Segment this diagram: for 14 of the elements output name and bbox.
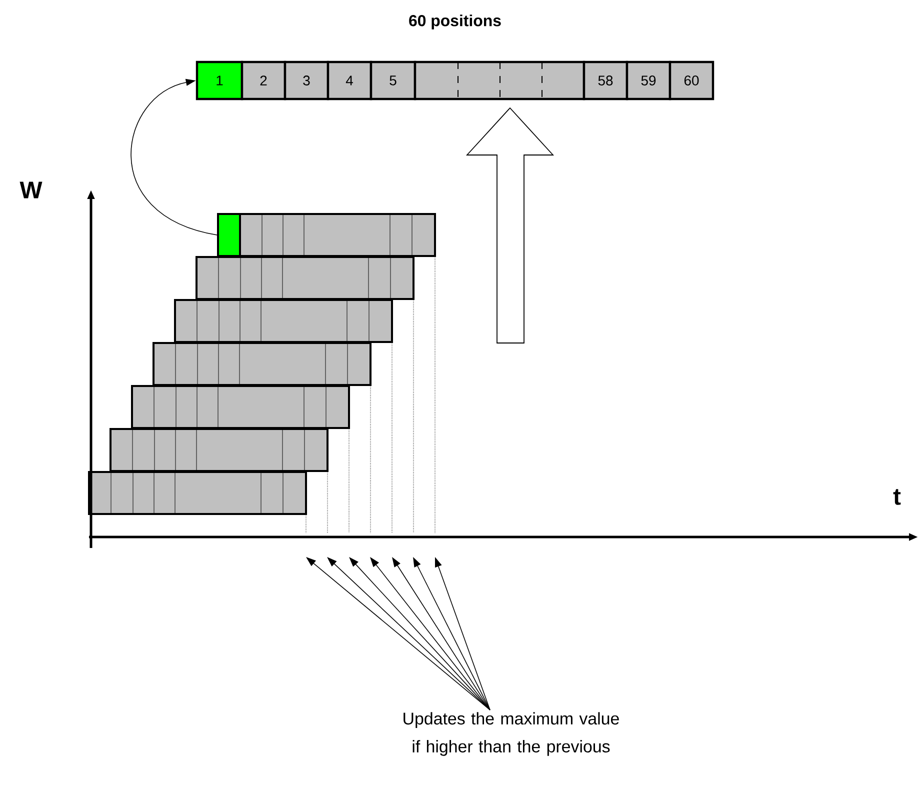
- axis-label: t: [893, 489, 901, 505]
- note-text: Updates the maximum value if higher than the previous: [404, 712, 619, 756]
- arrow: [130, 78, 218, 236]
- number-cell: 1: [196, 60, 244, 100]
- axis-label: W: [20, 182, 42, 198]
- number-cell: 60: [668, 60, 714, 100]
- number-cell: 59: [626, 60, 672, 100]
- number-cell: 3: [284, 60, 330, 100]
- number-cell: 58: [582, 60, 628, 100]
- number-cell: 4: [326, 60, 372, 100]
- chart-title: 60 positions: [409, 14, 501, 30]
- cell-box: [217, 213, 241, 257]
- number-cell: 5: [370, 60, 416, 100]
- number-cell: 2: [240, 60, 286, 100]
